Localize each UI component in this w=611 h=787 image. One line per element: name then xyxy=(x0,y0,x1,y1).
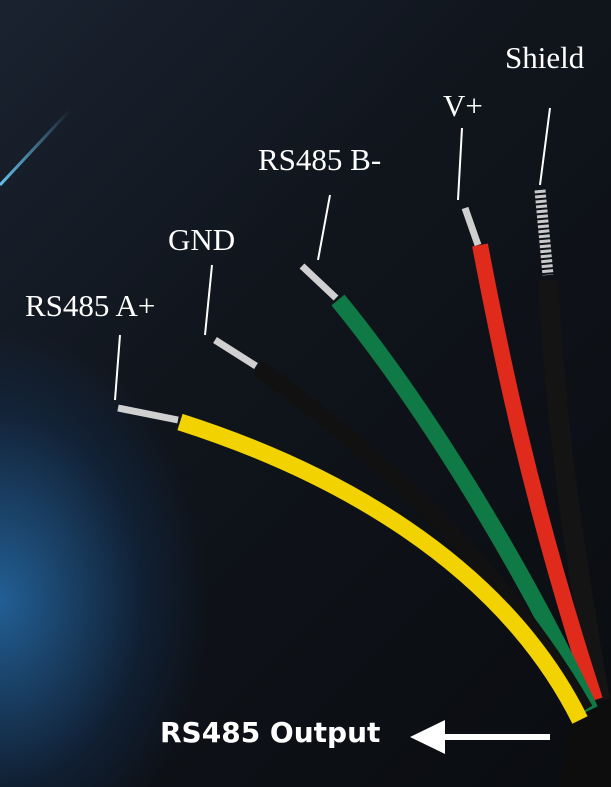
yellow-wire-rs485-a xyxy=(177,413,588,724)
leader-line-gnd xyxy=(204,264,213,336)
label-rs485-a: RS485 A+ xyxy=(25,288,156,323)
leader-line-v-plus xyxy=(457,127,463,201)
rs485-b-conductor xyxy=(299,263,339,301)
label-gnd: GND xyxy=(168,222,236,257)
leader-line-rs485-a xyxy=(114,334,121,401)
label-v-plus: V+ xyxy=(443,88,483,123)
v-plus-conductor xyxy=(461,206,482,247)
rs485-a-conductor xyxy=(117,404,179,424)
label-shield: Shield xyxy=(505,40,585,75)
light-streak xyxy=(0,108,72,187)
shield-braid xyxy=(534,189,554,276)
label-rs485-b: RS485 B- xyxy=(258,142,382,177)
gnd-conductor xyxy=(213,337,258,369)
leader-line-rs485-b xyxy=(317,194,331,261)
leader-line-shield xyxy=(539,107,551,186)
output-label: RS485 Output xyxy=(160,716,381,749)
red-wire-v-plus xyxy=(472,243,603,703)
green-wire-rs485-b xyxy=(331,294,598,714)
shield-wire xyxy=(538,279,610,702)
arrow-head-icon xyxy=(410,720,445,754)
black-wire-gnd xyxy=(253,361,593,715)
